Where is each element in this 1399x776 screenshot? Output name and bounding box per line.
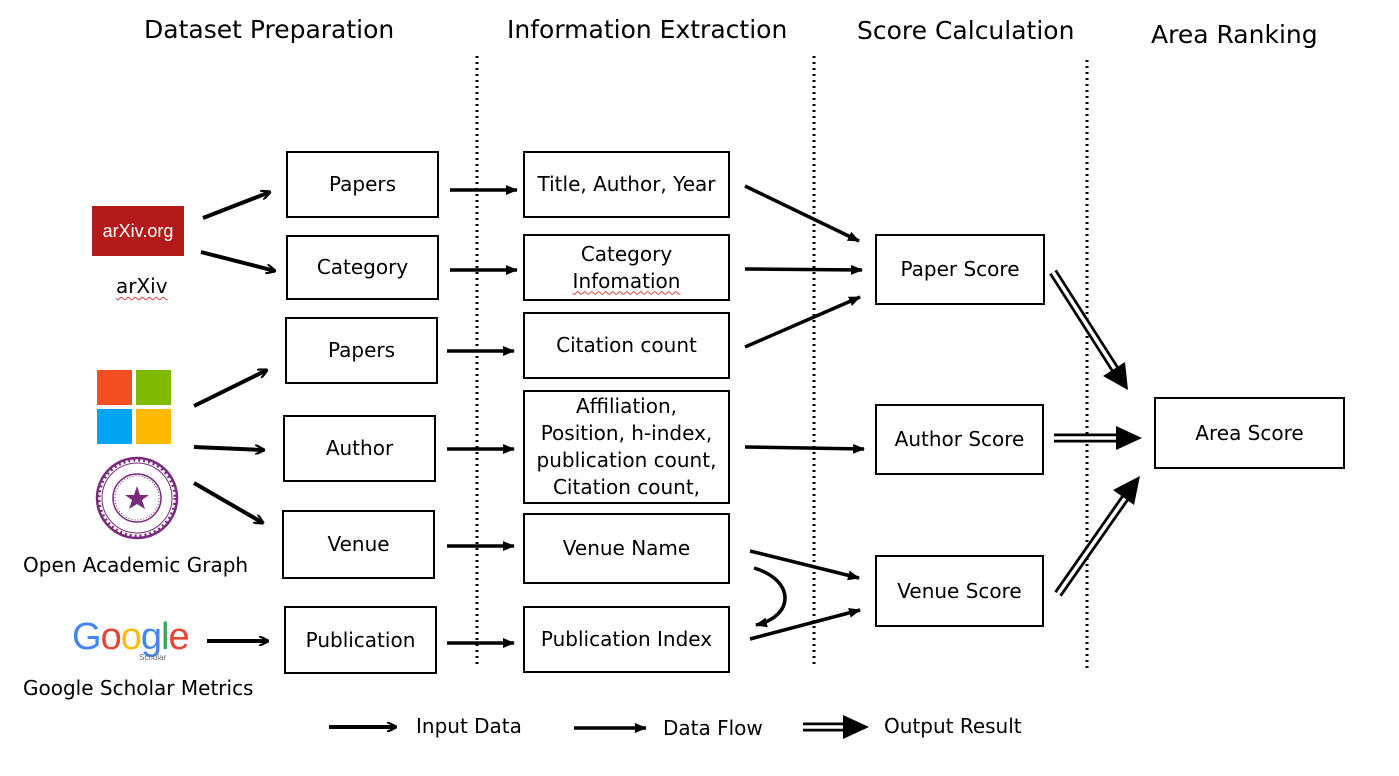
arxiv-label: arXiv — [116, 274, 168, 298]
google-scholar-metrics-label: Google Scholar Metrics — [23, 676, 254, 700]
heading-information-extraction: Information Extraction — [507, 15, 788, 44]
heading-area-ranking: Area Ranking — [1151, 20, 1318, 49]
legend-output-arrow — [803, 715, 869, 739]
heading-score-calculation: Score Calculation — [857, 16, 1075, 45]
tsinghua-seal-icon — [95, 456, 179, 540]
flow-arrow-category-to-paper — [744, 264, 863, 275]
input-arrow-arxiv-category — [200, 250, 275, 271]
legend-data-flow-label: Data Flow — [663, 716, 763, 740]
legend-input-data-label: Input Data — [416, 714, 522, 738]
box-papers-arxiv: Papers — [286, 151, 439, 218]
box-venue: Venue — [282, 510, 435, 579]
flow-arrow-affiliation-to-author — [744, 443, 865, 454]
box-author-attributes: Affiliation, Position, h-index, publicat… — [523, 390, 730, 504]
input-arrow-oag-papers — [193, 368, 267, 408]
output-arrow-paper-to-area — [1049, 269, 1128, 390]
open-academic-graph-label: Open Academic Graph — [23, 553, 249, 577]
heading-dataset-preparation: Dataset Preparation — [144, 15, 395, 44]
input-arrow-oag-author — [193, 447, 264, 450]
box-venue-score: Venue Score — [875, 555, 1044, 627]
box-paper-score: Paper Score — [875, 234, 1045, 305]
legend-output-result-label: Output Result — [884, 714, 1022, 738]
box-papers-oag: Papers — [285, 317, 438, 384]
flow-arrow-venue-to-venue-score — [749, 549, 860, 581]
box-publication-index: Publication Index — [523, 606, 730, 673]
box-title-author-year: Title, Author, Year — [523, 151, 730, 218]
box-publication: Publication — [284, 606, 437, 674]
flow-arrow-title-to-paper — [744, 184, 860, 243]
input-arrow-arxiv-papers — [202, 192, 270, 220]
box-category: Category — [286, 235, 439, 300]
box-venue-name: Venue Name — [523, 513, 730, 584]
arxiv-logo: arXiv.org — [92, 206, 184, 256]
flow-arrow-venue-name-to-publication-index — [753, 566, 787, 628]
output-arrow-author-to-area — [1054, 426, 1142, 450]
microsoft-logo — [97, 370, 171, 444]
box-area-score: Area Score — [1154, 397, 1345, 469]
box-author: Author — [283, 415, 436, 482]
flow-arrow-publication-to-venue-score — [749, 607, 861, 641]
google-scholar-logo: Google Scholar — [72, 616, 190, 662]
box-author-score: Author Score — [875, 404, 1044, 475]
google-scholar-subtext: Scholar — [139, 653, 167, 662]
flow-arrow-citation-to-paper — [744, 295, 861, 349]
box-citation-count: Citation count — [523, 312, 730, 379]
output-arrow-venue-to-area — [1054, 476, 1140, 597]
input-arrow-oag-venue — [192, 481, 263, 523]
